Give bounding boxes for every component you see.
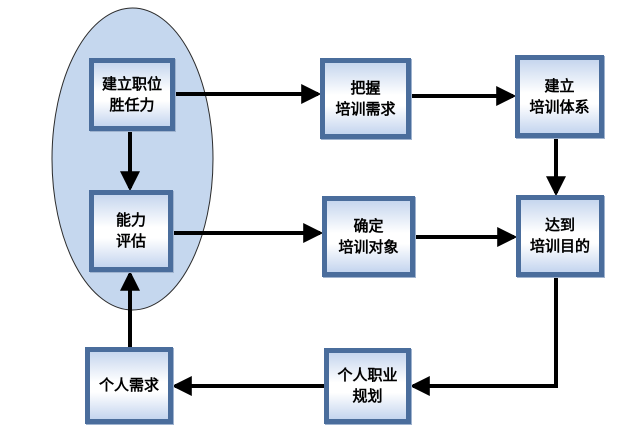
node-training-goals[interactable]: 达到 培训目的 [516, 195, 604, 277]
node-training-needs-label: 把握 培训需求 [335, 78, 396, 118]
node-ability-assessment[interactable]: 能力 评估 [89, 190, 173, 272]
node-career-planning-label: 个人职业 规划 [337, 366, 398, 405]
node-job-competency-label: 建立职位 胜任力 [101, 74, 162, 114]
node-training-system-label: 建立 培训体系 [529, 76, 590, 116]
node-personal-needs-label: 个人需求 [98, 376, 159, 394]
node-personal-needs[interactable]: 个人需求 [85, 347, 173, 424]
node-training-needs[interactable]: 把握 培训需求 [320, 58, 411, 139]
node-training-targets-label: 确定 培训对象 [338, 216, 399, 256]
node-training-system[interactable]: 建立 培训体系 [515, 55, 604, 138]
node-training-goals-label: 达到 培训目的 [529, 216, 590, 255]
node-job-competency[interactable]: 建立职位 胜任力 [89, 58, 175, 131]
arrow-n6-to-n7 [409, 277, 558, 396]
node-career-planning[interactable]: 个人职业 规划 [324, 348, 411, 424]
node-ability-assessment-label: 能力 评估 [115, 211, 146, 250]
node-training-targets[interactable]: 确定 培训对象 [322, 196, 415, 277]
